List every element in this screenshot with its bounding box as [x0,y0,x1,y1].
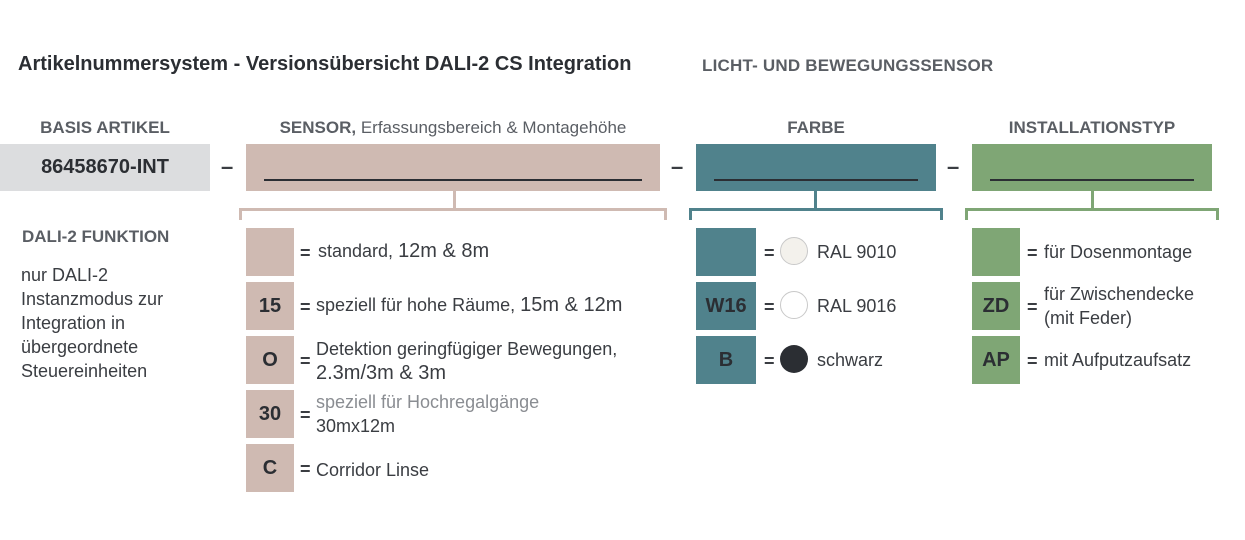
sensor-desc-text: standard, [318,241,399,261]
farbe-desc-schwarz: schwarz [817,350,884,370]
dali-line: übergeordnete [21,337,139,357]
farbe-field [696,144,936,191]
equals-sign: = [300,351,311,371]
dali-line: nur DALI-2 [21,265,109,285]
equals-sign: = [1027,243,1038,263]
sensor-desc-text: speziell für hohe Räume, [316,295,521,315]
farbe-desc-ral9010: RAL 9010 [817,242,897,262]
farbe-code-B: B [696,336,756,384]
basis-header: BASIS ARTIKEL [40,118,170,137]
install-underline [990,179,1194,181]
dali-description: nur DALI-2 Instanzmodus zur Integration … [21,263,163,383]
install-desc-AP: mit Aufputzaufsatz [1044,350,1192,370]
farbe-code-W16: W16 [696,282,756,330]
farbe-desc-ral9016: RAL 9016 [817,296,897,316]
sensor-desc-line1: Detektion geringfügiger Bewegungen, [316,339,618,359]
sensor-code-O: O [246,336,294,384]
dali-header: DALI-2 FUNKTION [22,227,170,246]
sensor-desc-30: speziell für Hochregalgänge 30mx12m [316,390,539,438]
install-code-ZD: ZD [972,282,1020,330]
sensor-desc-O: Detektion geringfügiger Bewegungen, 2.3m… [316,337,617,385]
equals-sign: = [300,405,311,425]
dali-line: Steuereinheiten [21,361,148,381]
sensor-bracket-stem [453,191,456,210]
equals-sign: = [1027,297,1038,317]
sensor-field [246,144,660,191]
sensor-desc-C: Corridor Linse [316,460,430,480]
install-desc-dosenmontage: für Dosenmontage [1044,242,1193,262]
sensor-desc-range: 15m & 12m [520,294,623,316]
sensor-header-rest: Erfassungsbereich & Montagehöhe [356,118,627,137]
equals-sign: = [1027,351,1038,371]
sensor-desc-standard: standard, 12m & 8m [318,239,489,263]
sensor-desc-line2: 30mx12m [316,416,396,436]
sensor-underline [264,179,642,181]
install-bracket-stem [1091,191,1094,210]
basis-article-box: 86458670-INT [0,144,210,191]
sensor-desc-line2: 2.3m/3m & 3m [316,362,447,384]
ral9016-swatch-icon [780,291,808,319]
sensor-desc-range: 12m & 8m [398,240,490,262]
sensor-bracket [239,208,667,220]
farbe-header: FARBE [787,118,845,137]
sensor-desc-15: speziell für hohe Räume, 15m & 12m [316,293,622,317]
schwarz-swatch-icon [780,345,808,373]
dali-line: Instanzmodus zur [21,289,164,309]
equals-sign: = [300,459,311,479]
install-desc-line1: für Zwischendecke [1044,284,1195,304]
sensor-code-15: 15 [246,282,294,330]
page-title: Artikelnummersystem - Versionsübersicht … [18,53,632,75]
sensor-code-C: C [246,444,294,492]
install-desc-ZD: für Zwischendecke (mit Feder) [1044,282,1194,330]
dash-separator: – [671,154,684,179]
dash-separator: – [221,154,234,179]
sensor-header-bold: SENSOR, [279,118,357,137]
farbe-bracket-stem [814,191,817,210]
install-code-AP: AP [972,336,1020,384]
install-field [972,144,1212,191]
equals-sign: = [300,243,311,263]
sensor-desc-line1: speziell für Hochregalgänge [316,392,540,412]
dash-separator: – [947,154,960,179]
page-subtitle: LICHT- UND BEWEGUNGSSENSOR [702,56,994,75]
equals-sign: = [300,297,311,317]
farbe-bracket [689,208,943,220]
install-header: INSTALLATIONSTYP [1008,118,1176,137]
ral9010-swatch-icon [780,237,808,265]
equals-sign: = [764,297,775,317]
install-desc-line2: (mit Feder) [1044,308,1133,328]
farbe-underline [714,179,918,181]
sensor-code-standard [246,228,294,276]
dali-line: Integration in [21,313,126,333]
farbe-code-standard [696,228,756,276]
sensor-header: SENSOR, Erfassungsbereich & Montagehöhe [246,118,660,138]
install-code-standard [972,228,1020,276]
install-bracket [965,208,1219,220]
equals-sign: = [764,243,775,263]
sensor-code-30: 30 [246,390,294,438]
equals-sign: = [764,351,775,371]
